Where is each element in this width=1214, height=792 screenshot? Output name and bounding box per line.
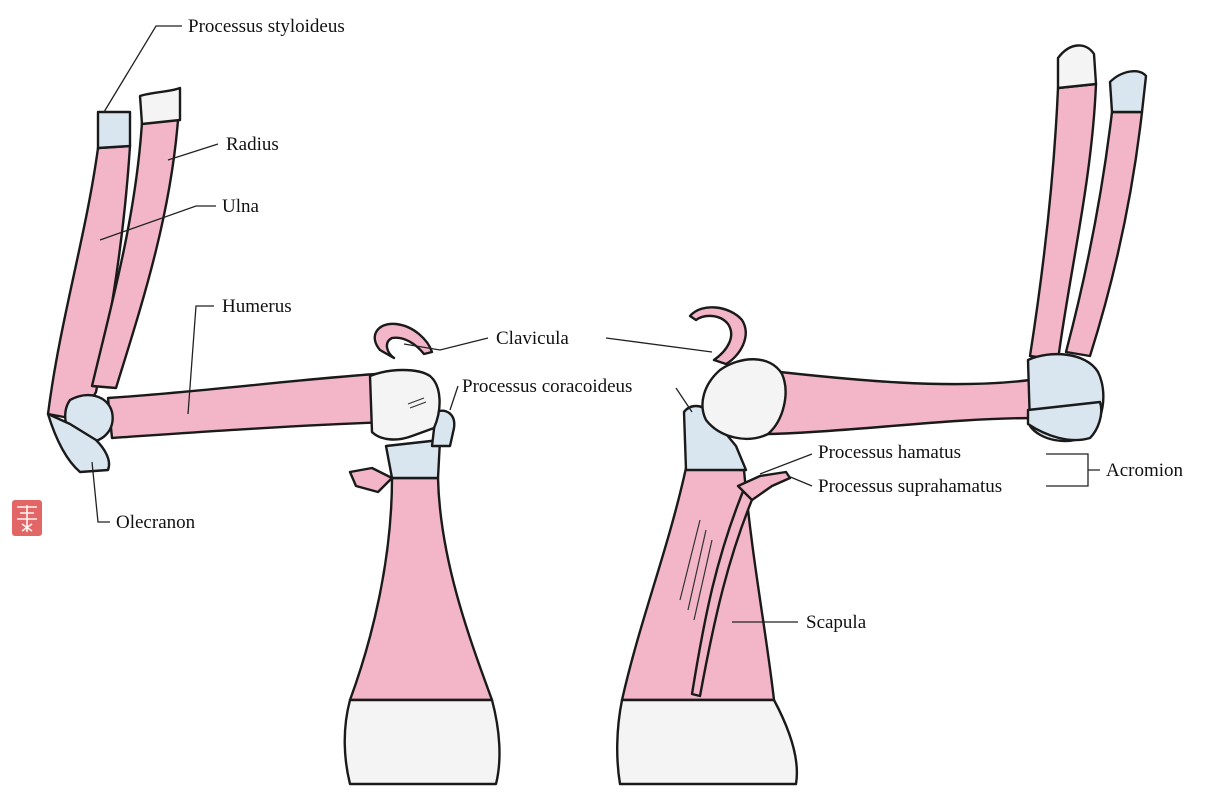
label-ulna: Ulna: [222, 196, 260, 217]
left-forelimb: [48, 88, 499, 784]
left-scapula: [345, 411, 500, 784]
label-scapula: Scapula: [806, 612, 867, 633]
right-humerus-head: [702, 359, 785, 439]
leader-processus-coracoideus: [450, 386, 458, 410]
left-scapula-cartilage: [345, 700, 500, 784]
label-processus-coracoideus: Processus coracoideus: [462, 376, 632, 397]
leader-clavicula-right: [606, 338, 712, 352]
leader-processus-coracoideus-right: [676, 388, 692, 412]
left-clavicula: [375, 324, 432, 358]
label-radius: Radius: [226, 134, 279, 155]
right-humerus-shaft: [762, 370, 1036, 434]
right-humerus: [702, 359, 1036, 439]
left-radius-distal-cap: [140, 88, 180, 124]
left-humerus-head: [370, 370, 440, 439]
right-clavicula: [690, 307, 746, 364]
right-forearm: [1028, 45, 1146, 441]
left-humerus-shaft: [108, 374, 392, 438]
seal-stamp-icon: [12, 500, 42, 536]
leader-lines: [92, 26, 1100, 622]
right-scapula-cartilage: [617, 700, 797, 784]
label-acromion: Acromion: [1106, 460, 1184, 481]
left-scapula-spine: [350, 468, 392, 492]
leader-processus-suprahamatus: [788, 476, 812, 486]
label-clavicula: Clavicula: [496, 328, 569, 349]
right-forelimb: [617, 45, 1146, 784]
label-processus-styloideus: Processus styloideus: [188, 16, 345, 37]
label-humerus: Humerus: [222, 296, 292, 317]
right-scapula: [617, 406, 797, 784]
right-ulna-distal-cap: [1110, 71, 1146, 112]
acromion-bracket: [1046, 454, 1100, 486]
left-humerus: [108, 370, 440, 439]
label-processus-suprahamatus: Processus suprahamatus: [818, 476, 1002, 497]
left-styloid-cap: [98, 112, 130, 148]
label-processus-hamatus: Processus hamatus: [818, 442, 961, 463]
right-radius-distal-cap: [1058, 45, 1096, 88]
labels: Processus styloideus Radius Ulna Humerus…: [116, 16, 1184, 633]
label-olecranon: Olecranon: [116, 512, 196, 533]
left-scapula-shaft: [350, 478, 492, 700]
